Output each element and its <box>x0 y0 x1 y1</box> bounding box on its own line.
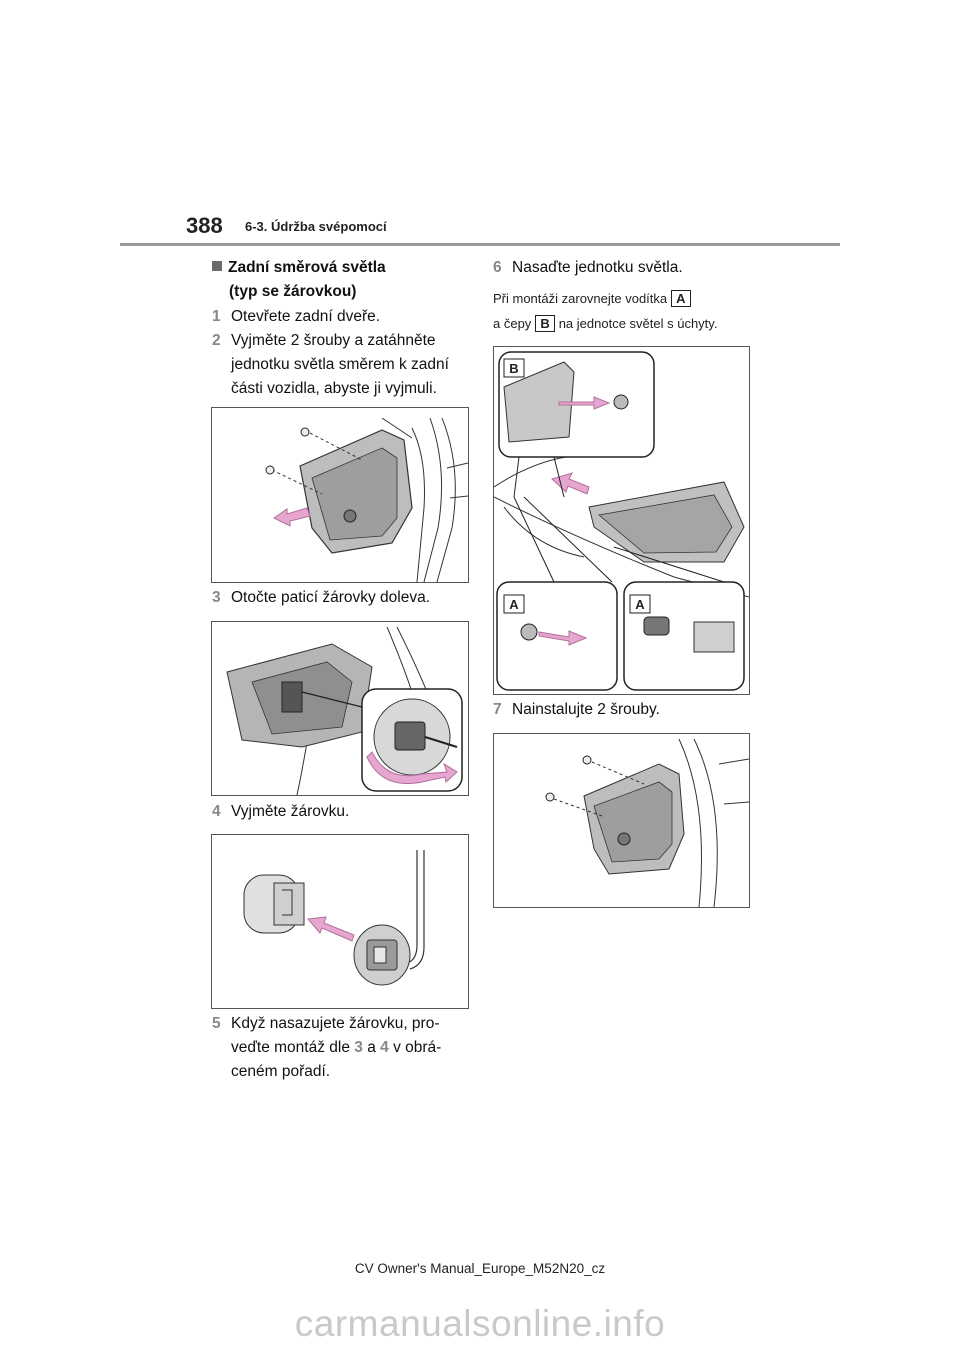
figure-remove-bulb <box>211 834 469 1009</box>
step-1: 1 Otevřete zadní dveře. <box>212 305 472 329</box>
label-b-box: B <box>535 315 555 332</box>
footer-manual-id: CV Owner's Manual_Europe_M52N20_cz <box>354 1261 606 1276</box>
step-6: 6 Nasaďte jednotku světla. <box>493 256 753 280</box>
step-text-line3: ceném pořadí. <box>231 1063 331 1080</box>
heading-line1: Zadní směrová světla <box>212 256 386 280</box>
step-4: 4 Vyjměte žárovku. <box>212 800 472 824</box>
step-5: 5 Když nasazujete žárovku, pro- veďte mo… <box>212 1012 472 1084</box>
figure-label-a-left: A <box>509 597 519 612</box>
square-bullet-icon <box>212 261 222 271</box>
heading-line2: (typ se žárovkou) <box>229 283 357 300</box>
step-text: Otočte paticí žárovky doleva. <box>231 589 431 606</box>
step-text: Otevřete zadní dveře. <box>231 308 381 325</box>
step-text: Vyjměte 2 šrouby a zatáhněte jednotku sv… <box>231 332 449 397</box>
step-number: 6 <box>493 259 502 276</box>
figure-remove-screws <box>211 407 469 583</box>
step-text-line2: veďte montáž dle 3 a 4 v obrá- <box>231 1039 442 1056</box>
label-a-box: A <box>671 290 691 307</box>
step-number: 2 <box>212 332 221 349</box>
step-number: 5 <box>212 1015 221 1032</box>
step-number: 7 <box>493 701 502 718</box>
header-rule <box>120 243 840 246</box>
step-text-line1: Když nasazujete žárovku, pro- <box>231 1015 440 1032</box>
step-ref-3: 3 <box>354 1039 363 1056</box>
step-number: 3 <box>212 589 221 606</box>
step-text: Vyjměte žárovku. <box>231 803 350 820</box>
step-text: Nasaďte jednotku světla. <box>512 259 683 276</box>
figure-install-unit: B A A <box>493 346 750 695</box>
step-text: Nainstalujte 2 šrouby. <box>512 701 660 718</box>
figure-rotate-socket <box>211 621 469 796</box>
watermark: carmanualsonline.info <box>294 1303 666 1344</box>
step-7: 7 Nainstalujte 2 šrouby. <box>493 698 753 722</box>
figure-label-a-right: A <box>635 597 645 612</box>
step-number: 1 <box>212 308 221 325</box>
figure-label-b: B <box>509 361 518 376</box>
step-number: 4 <box>212 803 221 820</box>
figure-install-screws <box>493 733 750 908</box>
page-number: 388 <box>186 213 223 238</box>
section-title: 6-3. Údržba svépomocí <box>245 219 387 234</box>
step-3: 3 Otočte paticí žárovky doleva. <box>212 586 472 610</box>
step-2: 2 Vyjměte 2 šrouby a zatáhněte jednotku … <box>212 329 472 401</box>
step-ref-4: 4 <box>380 1039 389 1056</box>
